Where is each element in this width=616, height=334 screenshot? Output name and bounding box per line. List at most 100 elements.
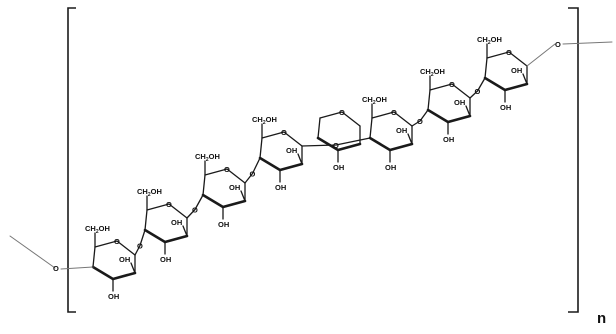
ring-5-hydroxyl-up: OH	[396, 126, 407, 135]
ring-7-hydroxyl-up: OH	[511, 66, 522, 75]
chain-end-left-bond	[60, 266, 94, 270]
ring-4-hydroxyl-down: OH	[275, 183, 286, 192]
ring-5-oh2-bond	[407, 133, 413, 145]
glycosidic-bond-6b	[476, 77, 486, 92]
ring-8-bond-c3-c4	[316, 136, 340, 152]
ring-7-bond-c2-c3	[503, 82, 529, 92]
ring-4-bond-c3-c4	[258, 156, 282, 172]
ring-7-bond-c4-c5	[484, 57, 488, 79]
ch2oh-oh: OH	[434, 67, 445, 76]
ring-5-bond-c2-c3	[388, 142, 414, 152]
ring-1-bond-c2-c3	[111, 271, 137, 281]
right-bracket	[568, 7, 579, 313]
ch2oh-ch: CH	[85, 224, 96, 233]
ch2oh-label-2: CH2OH	[137, 187, 162, 198]
ring-2-hydroxyl-down: OH	[160, 255, 171, 264]
ring-4-bond-o-c1	[283, 131, 303, 147]
ring-2-bond-c3-c4	[143, 228, 167, 244]
ring-3-bond-c4-c5	[202, 174, 206, 196]
glycosidic-bond-3a	[244, 172, 254, 184]
ch2oh-subscript: 2	[96, 229, 99, 235]
ring-1-ring-oxygen: O	[114, 237, 120, 246]
ch2oh-label-4: CH2OH	[252, 115, 277, 126]
ring-3-bond-c2-c3	[221, 199, 247, 209]
ch2oh-subscript: 2	[263, 120, 266, 126]
ch2oh-label-3: CH2OH	[195, 152, 220, 163]
ring-6-oh2-bond	[465, 105, 471, 117]
glycosidic-bond-5b	[419, 109, 429, 122]
ring-4-hydroxyl-up: OH	[286, 146, 297, 155]
ring-7-bond-c5-o	[486, 51, 510, 59]
ring-6-bond-c2-c3	[446, 114, 472, 124]
ch2oh-oh: OH	[99, 224, 110, 233]
ring-1-hydroxyl-up: OH	[119, 255, 130, 264]
ch2oh-label-7: CH2OH	[477, 35, 502, 46]
ch2oh-label-1: CH2OH	[85, 224, 110, 235]
ch2oh-ch: CH	[420, 67, 431, 76]
glycosidic-oxygen-6: O	[475, 87, 481, 96]
ch2oh-subscript: 2	[431, 72, 434, 78]
ring-7-hydroxyl-down: OH	[500, 103, 511, 112]
ring-5-ring-oxygen: O	[391, 108, 397, 117]
terminal-oxygen-left: O	[53, 264, 59, 273]
ring-5-bond-c5-o	[371, 111, 395, 119]
ring-2-bond-o-c1	[168, 203, 188, 219]
ch2oh-label-5: CH2OH	[362, 95, 387, 106]
ring-8-ring-oxygen: O	[339, 108, 345, 117]
ring-4-bond-c4-c5	[259, 137, 263, 159]
ring-8-hydroxyl-down: OH	[333, 163, 344, 172]
ring-2-bond-c2-c3	[163, 234, 189, 244]
chain-end-right	[562, 41, 613, 45]
glycosidic-bond-2b	[194, 194, 204, 211]
glycosidic-bond-4a	[301, 144, 337, 147]
glycosidic-bond-2a	[186, 208, 196, 219]
ring-4-ring-oxygen: O	[281, 128, 287, 137]
ring-1-bond-o-c1	[116, 240, 136, 256]
glycosidic-bond-5a	[411, 120, 421, 127]
ring-8-bond-c4-c5	[317, 117, 321, 139]
ring-3-hydroxyl-down: OH	[218, 220, 229, 229]
glycosidic-oxygen-2: O	[192, 206, 198, 215]
ch2oh-ch: CH	[195, 152, 206, 161]
glycosidic-oxygen-5: O	[417, 117, 423, 126]
ring-6-hydroxyl-up: OH	[454, 98, 465, 107]
glycosidic-bond-3b	[251, 157, 261, 175]
ring-2-ring-oxygen: O	[166, 200, 172, 209]
ring-3-oh2-bond	[240, 190, 246, 202]
ring-3-bond-c5-o	[204, 168, 228, 176]
ch2oh-ch: CH	[477, 35, 488, 44]
ring-7-bond-o-c1	[508, 51, 528, 67]
chain-end-right-bond	[526, 43, 556, 67]
ch2oh-ch: CH	[362, 95, 373, 104]
glycosidic-oxygen-4: O	[333, 141, 339, 150]
ring-3-bond-c3-c4	[201, 193, 225, 209]
ring-6-bond-c4-c5	[427, 89, 431, 111]
ch2oh-oh: OH	[376, 95, 387, 104]
ring-2-bond-c5-o	[146, 203, 170, 211]
glycosidic-bond-1a	[134, 244, 141, 256]
ring-6-ring-oxygen: O	[449, 80, 455, 89]
ch2oh-label-6: CH2OH	[420, 67, 445, 78]
ch2oh-subscript: 2	[373, 100, 376, 106]
ring-7-oh2-bond	[522, 73, 528, 85]
ring-1-bond-c5-o	[94, 240, 118, 248]
ch2oh-ch: CH	[252, 115, 263, 124]
ring-2-hydroxyl-up: OH	[171, 218, 182, 227]
ring-5-bond-o-c1	[393, 111, 413, 127]
ring-6-bond-o-c1	[451, 83, 471, 99]
glycosidic-bond-4b	[335, 137, 371, 146]
ch2oh-oh: OH	[151, 187, 162, 196]
ring-5-bond-c4-c5	[369, 117, 373, 139]
ring-8-bond-o-c1	[341, 111, 361, 127]
terminal-oxygen-right: O	[555, 40, 561, 49]
ring-8-bond-c2-c3	[336, 142, 362, 152]
ring-7-ring-oxygen: O	[506, 48, 512, 57]
ring-4-oh2-bond	[297, 153, 303, 165]
ch2oh-ch: CH	[137, 187, 148, 196]
ch2oh-oh: OH	[209, 152, 220, 161]
ch2oh-oh: OH	[266, 115, 277, 124]
sugar-ring-chain: OCH2OHOHOHOCH2OHOHOHOCH2OHOHOHOCH2OHOHOH…	[9, 35, 613, 301]
left-bracket	[67, 7, 76, 313]
